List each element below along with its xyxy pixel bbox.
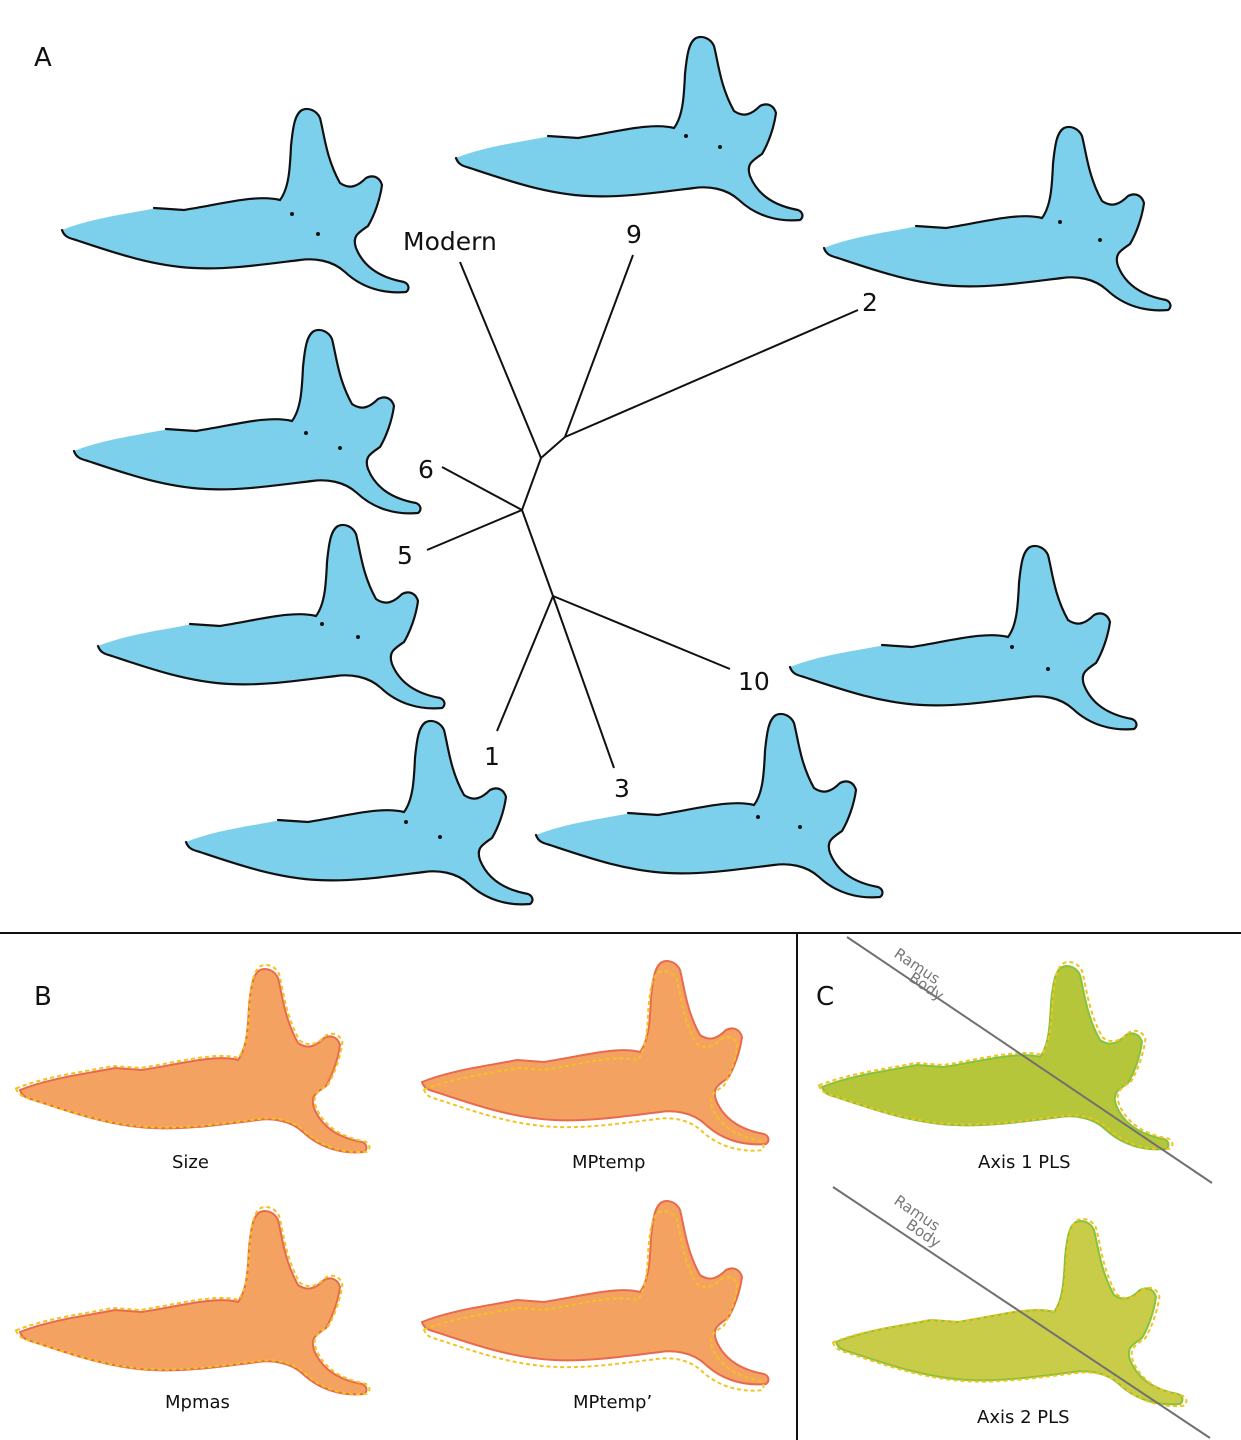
ramus-body-divider-2 xyxy=(832,1186,1211,1439)
shape-size xyxy=(14,963,371,1154)
tip-label-modern: Modern xyxy=(403,227,497,256)
tip-label-5: 5 xyxy=(397,541,413,570)
branch-9 xyxy=(564,254,634,438)
branch-6 xyxy=(441,466,523,511)
branch-1 xyxy=(496,595,554,732)
tip-label-3: 3 xyxy=(614,774,630,803)
branch-10 xyxy=(552,595,731,670)
panel-a: A Modern 9 2 6 5 10 1 3 xyxy=(34,35,1172,906)
tip-label-10: 10 xyxy=(738,667,770,696)
branch-inner-top xyxy=(521,457,542,511)
mandible-shape-2 xyxy=(822,125,1172,312)
caption-axis2: Axis 2 PLS xyxy=(977,1407,1070,1428)
phylogenetic-tree xyxy=(426,254,859,769)
caption-mptemp-prime: MPtemp’ xyxy=(573,1392,652,1413)
branch-2 xyxy=(564,309,859,438)
mandible-shape-modern xyxy=(60,107,410,294)
mandible-shape-1 xyxy=(184,719,534,906)
mandible-shape-6 xyxy=(72,328,422,515)
panel-b-letter: B xyxy=(34,982,52,1012)
tip-label-2: 2 xyxy=(862,288,878,317)
shape-mptemp-prime xyxy=(421,1199,770,1392)
shape-mptemp xyxy=(421,959,770,1152)
tip-label-6: 6 xyxy=(418,455,434,484)
branch-inner-9-2 xyxy=(540,436,566,459)
caption-size: Size xyxy=(172,1152,209,1173)
mandible-shape-5 xyxy=(96,523,446,710)
panel-c: C Ramus Body Axis 1 PLS Ramus Body Axis … xyxy=(816,936,1213,1439)
shape-axis2 xyxy=(831,1217,1188,1408)
ramus-body-divider-1 xyxy=(846,936,1213,1184)
panel-b: B Size MPtemp Mpmas MPtemp’ xyxy=(14,959,770,1413)
mandible-shape-3 xyxy=(534,712,884,899)
caption-mptemp: MPtemp xyxy=(572,1152,645,1173)
panel-a-letter: A xyxy=(34,43,52,73)
panel-c-letter: C xyxy=(816,982,834,1012)
tip-label-9: 9 xyxy=(626,220,642,249)
shape-mpmas xyxy=(14,1205,371,1396)
caption-mpmas: Mpmas xyxy=(165,1392,230,1413)
mandible-shape-9 xyxy=(454,35,804,222)
branch-modern xyxy=(459,261,542,459)
mandible-shape-10 xyxy=(788,544,1138,731)
caption-axis1: Axis 1 PLS xyxy=(978,1152,1071,1173)
branch-inner-bottom xyxy=(521,509,554,597)
tip-label-1: 1 xyxy=(484,742,500,771)
branch-3 xyxy=(552,595,615,769)
branch-5 xyxy=(426,509,523,551)
